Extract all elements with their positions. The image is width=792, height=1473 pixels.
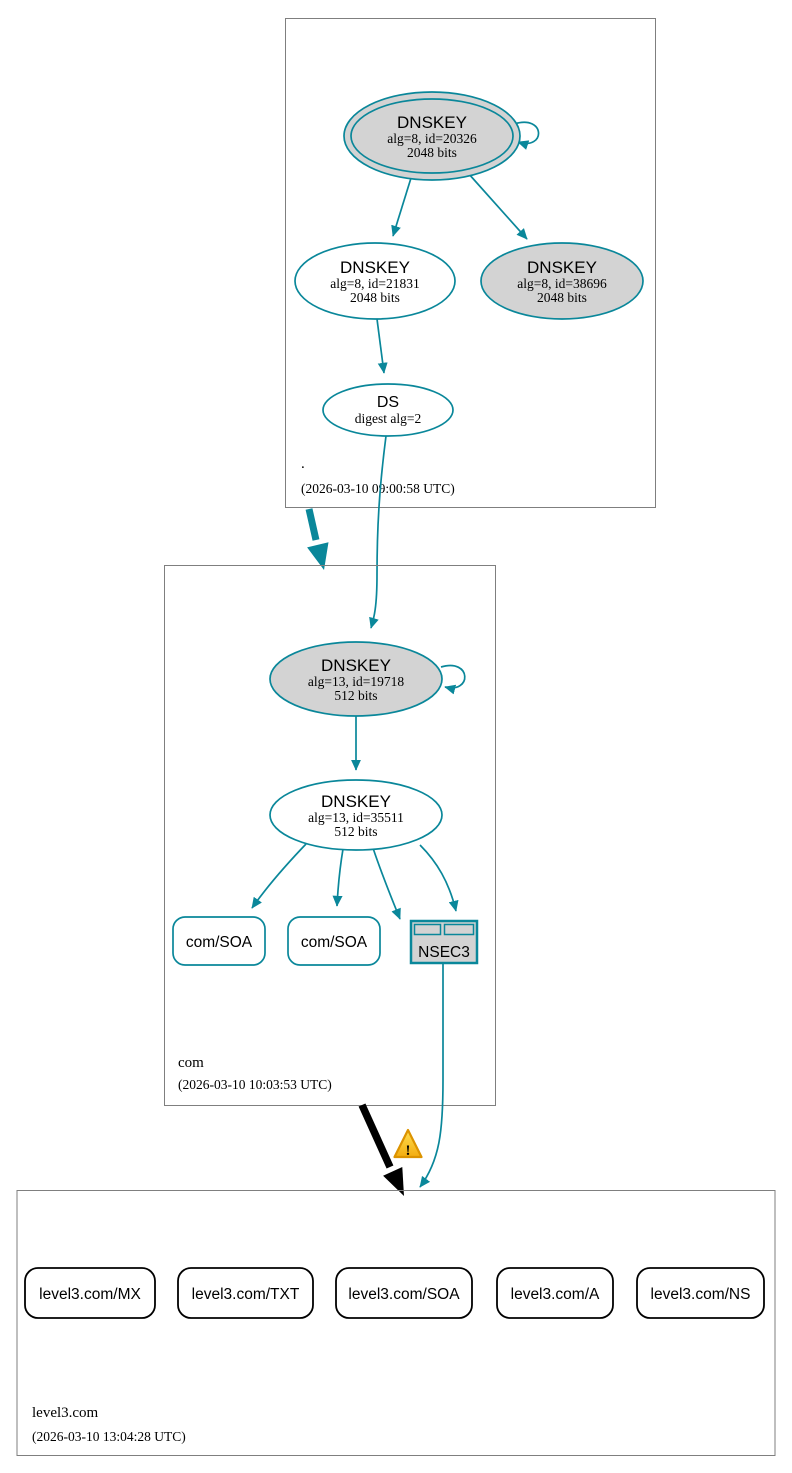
node-com-nsec3-cell-right [443, 923, 475, 936]
node-root-dnskey-20326-inner-ring [350, 98, 514, 174]
node-root-dnskey-38696-size: 2048 bits [537, 290, 587, 305]
node-level3-a[interactable]: level3.com/A [496, 1267, 614, 1319]
edge-com-zsk-to-nsec3-right [419, 844, 459, 912]
node-root-dnskey-20326-size: 2048 bits [407, 145, 457, 160]
edge-root-delegation-shaft [305, 508, 320, 541]
node-root-dnskey-38696-shape [480, 242, 644, 320]
node-root-ds-attrs: digest alg=2 [355, 411, 421, 426]
edge-com-zsk-to-nsec3-left [372, 847, 401, 920]
node-com-soa-1-label: com/SOA [186, 934, 253, 951]
node-com-dnskey-35511-size: 512 bits [334, 824, 377, 839]
edge-root-zsk-to-ds [376, 318, 388, 374]
node-level3-ns-shape [636, 1267, 765, 1319]
node-level3-txt-label: level3.com/TXT [192, 1286, 300, 1303]
node-level3-soa[interactable]: level3.com/SOA [335, 1267, 473, 1319]
node-root-ds[interactable]: DS digest alg=2 [322, 383, 454, 437]
edge-com-zsk-to-soa2 [332, 848, 344, 907]
node-root-dnskey-38696-attrs: alg=8, id=38696 [517, 276, 607, 291]
node-level3-mx-label: level3.com/MX [39, 1286, 141, 1303]
edge-nsec3-to-level3 [419, 964, 444, 1188]
edge-com-ksk-self-sign [440, 664, 466, 695]
node-com-soa-1-shape [172, 916, 266, 966]
zone-com-border [164, 565, 496, 1106]
zone-root-border [285, 18, 656, 508]
warning-triangle [393, 1128, 423, 1159]
edge-com-delegation-to-level3 [358, 1103, 404, 1196]
node-com-nsec3-cell-left [413, 923, 442, 936]
node-level3-mx[interactable]: level3.com/MX [24, 1267, 156, 1319]
node-com-nsec3-label: NSEC3 [418, 944, 470, 961]
node-level3-soa-label: level3.com/SOA [348, 1286, 460, 1303]
node-level3-a-shape [496, 1267, 614, 1319]
node-com-dnskey-19718-size: 512 bits [334, 688, 377, 703]
node-root-ds-title: DS [377, 394, 399, 411]
warning-exclamation-glyph: ! [406, 1143, 411, 1159]
zone-level3-timestamp: (2026-03-10 13:04:28 UTC) [32, 1429, 186, 1444]
zone-com-timestamp: (2026-03-10 10:03:53 UTC) [178, 1077, 332, 1092]
edge-com-zsk-to-soa1 [251, 843, 307, 909]
node-com-dnskey-35511-title: DNSKEY [321, 792, 391, 811]
edge-root-ksk-to-zsk [391, 177, 412, 237]
node-root-dnskey-20326-title: DNSKEY [397, 113, 467, 132]
zone-level3-border [16, 1190, 776, 1456]
edge-root-delegation-arrowhead [307, 542, 329, 570]
node-com-dnskey-19718-title: DNSKEY [321, 656, 391, 675]
edge-com-delegation-arrowhead [383, 1167, 404, 1196]
node-com-soa-2-shape [287, 916, 381, 966]
node-root-dnskey-21831-size: 2048 bits [350, 290, 400, 305]
node-root-dnskey-21831-shape [294, 242, 456, 320]
node-com-dnskey-35511-attrs: alg=13, id=35511 [308, 810, 404, 825]
zone-com-label: com [178, 1055, 204, 1071]
node-root-dnskey-21831[interactable]: DNSKEY alg=8, id=21831 2048 bits [294, 242, 456, 320]
node-root-dnskey-38696-title: DNSKEY [527, 258, 597, 277]
node-root-dnskey-21831-attrs: alg=8, id=21831 [330, 276, 419, 291]
node-com-dnskey-19718-attrs: alg=13, id=19718 [308, 674, 404, 689]
node-root-ds-shape [322, 383, 454, 437]
edge-root-delegation-to-com [305, 508, 329, 570]
node-level3-ns[interactable]: level3.com/NS [636, 1267, 765, 1319]
zone-root-timestamp: (2026-03-10 09:00:58 UTC) [301, 481, 455, 496]
zone-level3: level3.com (2026-03-10 13:04:28 UTC) lev… [16, 1190, 776, 1456]
zone-root-label: . [301, 456, 305, 472]
node-com-dnskey-35511[interactable]: DNSKEY alg=13, id=35511 512 bits [269, 779, 443, 851]
node-level3-txt[interactable]: level3.com/TXT [177, 1267, 314, 1319]
zone-root: . (2026-03-10 09:00:58 UTC) DNSKEY alg=8… [285, 18, 656, 508]
node-root-dnskey-21831-title: DNSKEY [340, 258, 410, 277]
node-level3-ns-label: level3.com/NS [651, 1286, 751, 1303]
zone-com: com (2026-03-10 10:03:53 UTC) DNSKEY alg… [164, 565, 496, 1106]
edge-root-ksk-to-key38696 [467, 172, 528, 240]
node-root-dnskey-20326[interactable]: DNSKEY alg=8, id=20326 2048 bits [343, 91, 521, 181]
node-com-dnskey-19718[interactable]: DNSKEY alg=13, id=19718 512 bits [269, 641, 443, 717]
edge-com-delegation-shaft [358, 1103, 394, 1169]
node-com-dnskey-19718-shape [269, 641, 443, 717]
node-level3-soa-shape [335, 1267, 473, 1319]
node-com-soa-2-label: com/SOA [301, 934, 368, 951]
node-level3-txt-shape [177, 1267, 314, 1319]
node-com-soa-2[interactable]: com/SOA [287, 916, 381, 966]
delegation-warning-icon[interactable]: ! [393, 1128, 423, 1159]
node-com-dnskey-35511-shape [269, 779, 443, 851]
node-com-nsec3[interactable]: NSEC3 [409, 919, 479, 965]
node-root-dnskey-38696[interactable]: DNSKEY alg=8, id=38696 2048 bits [480, 242, 644, 320]
node-root-dnskey-20326-attrs: alg=8, id=20326 [387, 131, 477, 146]
zone-level3-label: level3.com [32, 1405, 99, 1421]
node-level3-mx-shape [24, 1267, 156, 1319]
edge-ds-to-com-ksk [369, 435, 387, 629]
edge-root-ksk-self-sign [513, 121, 540, 150]
node-level3-a-label: level3.com/A [511, 1286, 600, 1303]
node-com-soa-1[interactable]: com/SOA [172, 916, 266, 966]
